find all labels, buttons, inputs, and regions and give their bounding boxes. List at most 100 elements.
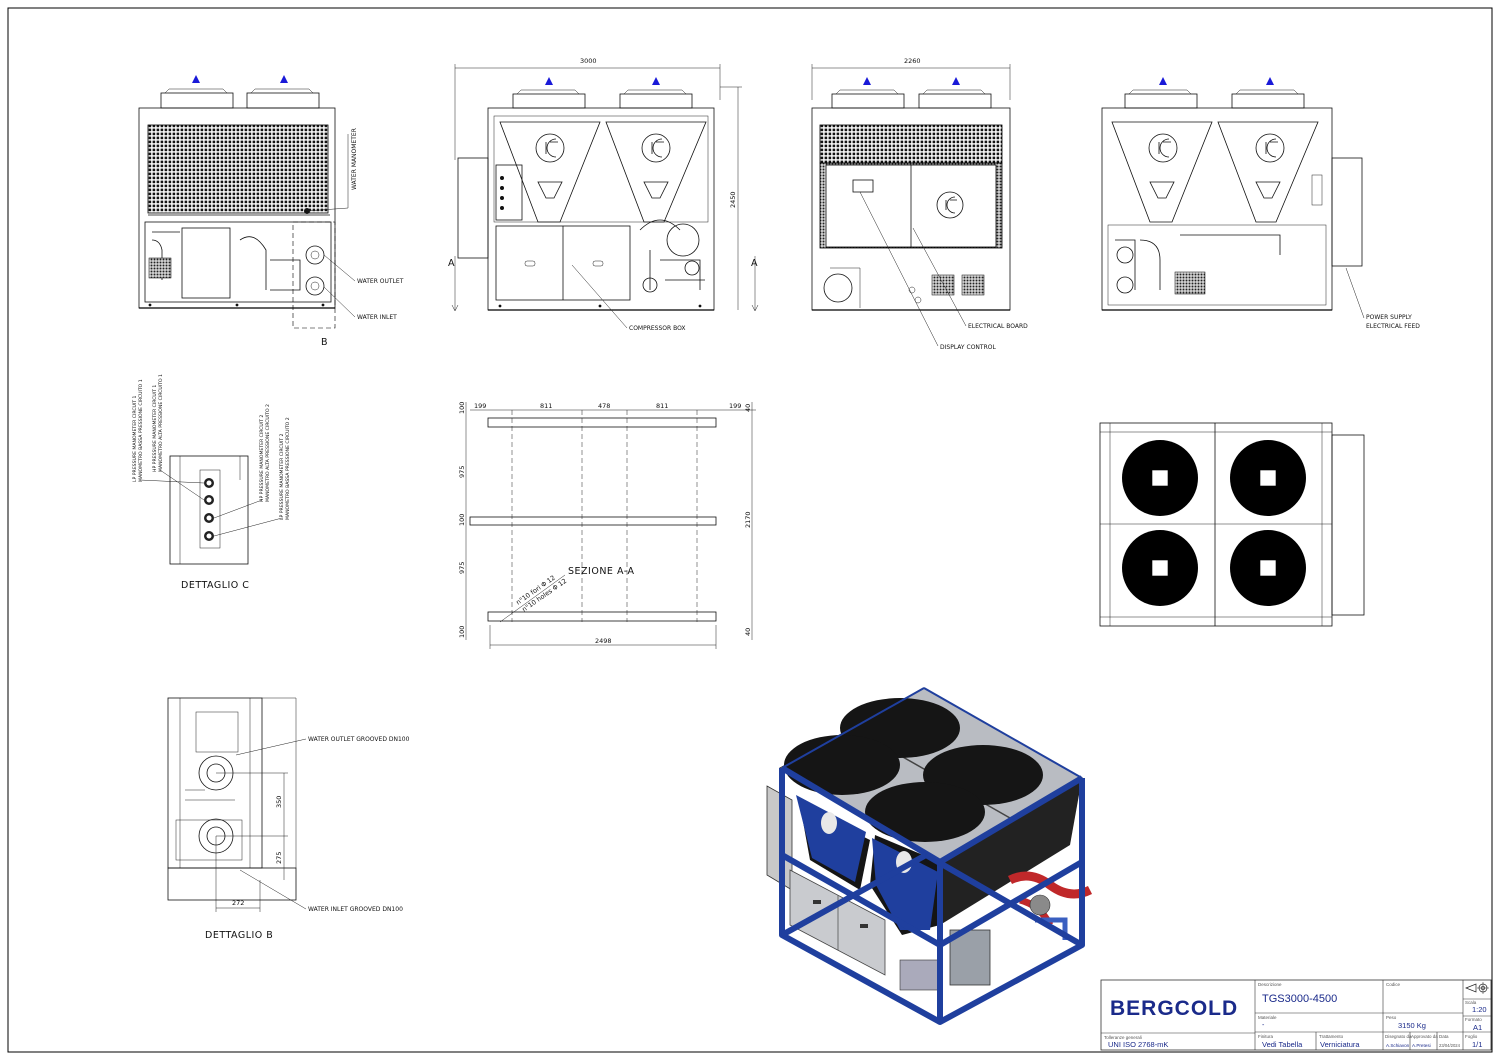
- trattamento-value: Verniciatura: [1320, 1040, 1360, 1049]
- dim-sec-100a: 100: [458, 402, 466, 414]
- materiale-value: -: [1262, 1022, 1265, 1029]
- side-elevation-view: 2260 ELECTRICAL BOARD DISPLAY CONTROL: [811, 57, 1028, 351]
- detail-b-caption: DETTAGLIO B: [205, 930, 273, 941]
- pressure-gauge-icon: [204, 478, 214, 488]
- brand-logo-icon: [1148, 133, 1178, 163]
- dim-sec-2498: 2498: [595, 637, 612, 645]
- brand-logo-icon: [641, 133, 671, 163]
- descrizione-label: Descrizione: [1258, 982, 1282, 987]
- detail-c-caption: DETTAGLIO C: [181, 580, 249, 591]
- fan-arrow-icon: [280, 75, 288, 83]
- data-label: Data: [1439, 1034, 1449, 1039]
- detail-b-view: 350 275 272 WATER OUTLET GROOVED DN100 W…: [167, 697, 410, 941]
- front-elevation-view: 3000 2450: [448, 57, 759, 332]
- disegnato-value: A.Schiavon: [1386, 1043, 1410, 1048]
- fan-arrow-icon: [192, 75, 200, 83]
- top-view: [1099, 422, 1365, 627]
- pressure-gauge-icon: [204, 531, 214, 541]
- section-aa-caption: SEZIONE A-A: [568, 566, 634, 577]
- brand-logo-icon: [936, 191, 964, 219]
- fan-icon: [1122, 530, 1198, 606]
- approvato-value: A.Pretesi: [1412, 1043, 1431, 1048]
- water-inlet-grooved-label: WATER INLET GROOVED DN100: [308, 906, 403, 913]
- manometer-label: MANOMETRO ALTA PRESSIONE CIRCUITO 1: [158, 374, 164, 472]
- detail-b-marker: B: [321, 337, 328, 348]
- foglio-label: Foglio: [1465, 1034, 1478, 1039]
- dim-det-350: 350: [275, 796, 283, 808]
- disegnato-label: Disegnato da: [1385, 1034, 1412, 1039]
- fan-icon: [1230, 440, 1306, 516]
- scala-value: 1:20: [1472, 1005, 1487, 1014]
- projection-symbol-icon: [1465, 982, 1489, 994]
- pressure-gauge-icon: [204, 495, 214, 505]
- power-supply-label: POWER SUPPLY: [1366, 314, 1412, 321]
- manometer-label: HP PRESSURE MANOMETER CIRCUIT 2: [259, 415, 265, 502]
- dim-det-275: 275: [275, 852, 283, 864]
- dim-sec-40b: 40: [744, 628, 752, 636]
- dim-sec-100b: 100: [458, 514, 466, 526]
- brand-logo-icon: [535, 133, 565, 163]
- tolleranze-label: Tolleranze generali: [1104, 1035, 1142, 1040]
- approvato-label: Approvato da: [1411, 1034, 1438, 1039]
- tolleranze-value: UNI ISO 2768-mK: [1108, 1040, 1168, 1049]
- compressor-box-label: COMPRESSOR BOX: [629, 325, 686, 332]
- title-block: BERGCOLD Descrizione TGS3000-4500 Codice…: [1100, 979, 1492, 1051]
- fan-arrow-icon: [1159, 77, 1167, 85]
- fan-icon: [1230, 530, 1306, 606]
- fan-icon: [1122, 440, 1198, 516]
- dim-side-width: 2260: [904, 57, 921, 65]
- fan-arrow-icon: [652, 77, 660, 85]
- water-manometer-label: WATER MANOMETER: [351, 128, 358, 190]
- finitura-value: Vedi Tabella: [1262, 1040, 1303, 1049]
- manometer-label: HP PRESSURE MANOMETER CIRCUIT 1: [152, 385, 158, 472]
- display-control-label: DISPLAY CONTROL: [940, 344, 996, 351]
- detail-c-view: LP PRESSURE MANOMETER CIRCUIT 1 MANOMETR…: [132, 374, 291, 591]
- dim-sec-478: 478: [598, 402, 610, 410]
- materiale-label: Materiale: [1258, 1015, 1277, 1020]
- formato-label: Formato: [1465, 1017, 1482, 1022]
- trattamento-label: Trattamento: [1319, 1034, 1344, 1039]
- dim-height: 2450: [729, 191, 737, 208]
- water-outlet-grooved-label: WATER OUTLET GROOVED DN100: [308, 736, 410, 743]
- finitura-label: Finitura: [1258, 1034, 1274, 1039]
- scala-label: Scala: [1465, 1000, 1477, 1005]
- dim-sec-199a: 199: [474, 402, 486, 410]
- brand-logo: BERGCOLD: [1110, 997, 1238, 1020]
- rear-elevation-view: POWER SUPPLY ELECTRICAL FEED: [1101, 77, 1420, 330]
- fan-arrow-icon: [545, 77, 553, 85]
- fan-arrow-icon: [863, 77, 871, 85]
- dim-sec-975b: 975: [458, 562, 466, 574]
- foglio-value: 1/1: [1472, 1040, 1482, 1049]
- water-inlet-label: WATER INLET: [357, 314, 397, 321]
- descrizione-value: TGS3000-4500: [1262, 993, 1337, 1005]
- manometer-label: LP PRESSURE MANOMETER CIRCUIT 2: [279, 433, 285, 520]
- dim-sec-811b: 811: [656, 402, 668, 410]
- left-elevation-view: WATER MANOMETER WATER OUTLET WATER INLET…: [138, 75, 404, 348]
- manometer-label: MANOMETRO BASSA PRESSIONE CIRCUITO 1: [138, 379, 144, 482]
- electrical-board-label: ELECTRICAL BOARD: [968, 323, 1028, 330]
- brand-panel: [872, 838, 938, 930]
- brand-panel: [796, 795, 866, 882]
- electrical-feed-label: ELECTRICAL FEED: [1366, 323, 1420, 330]
- dim-front-width: 3000: [580, 57, 597, 65]
- brand-logo-icon: [1255, 133, 1285, 163]
- dim-sec-2170: 2170: [744, 511, 752, 528]
- sheet-border: [7, 7, 1493, 1053]
- dim-sec-199b: 199: [729, 402, 741, 410]
- peso-label: Peso: [1386, 1015, 1397, 1020]
- dim-sec-975a: 975: [458, 466, 466, 478]
- dim-det-272: 272: [232, 899, 244, 907]
- display-control-panel: [852, 179, 874, 193]
- peso-value: 3150 Kg: [1398, 1021, 1426, 1030]
- manometer-label: LP PRESSURE MANOMETER CIRCUIT 1: [132, 395, 138, 482]
- section-marker-right: A: [751, 258, 758, 269]
- water-outlet-label: WATER OUTLET: [357, 278, 404, 285]
- isometric-view: [766, 687, 1093, 1025]
- codice-label: Codice: [1386, 982, 1401, 987]
- section-marker-left: A: [448, 258, 455, 269]
- manometer-label: MANOMETRO ALTA PRESSIONE CIRCUITO 2: [265, 404, 271, 502]
- data-value: 23/04/2024: [1439, 1043, 1461, 1048]
- pressure-gauge-icon: [204, 513, 214, 523]
- dim-sec-40a: 40: [744, 404, 752, 412]
